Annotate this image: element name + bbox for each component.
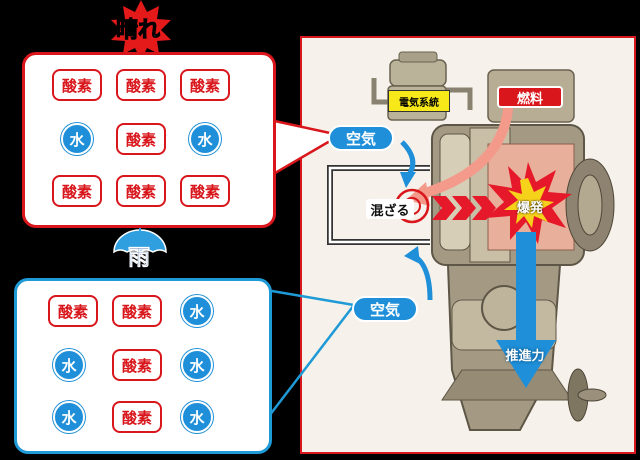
oxygen-molecule: 酸素: [112, 401, 162, 433]
oxygen-molecule: 酸素: [52, 69, 102, 101]
air-bottom-label: 空気: [352, 296, 418, 322]
arrow-right-icon: [432, 196, 496, 220]
oxygen-molecule: 酸素: [116, 123, 166, 155]
air-bottom-flow-arrow: [412, 253, 433, 301]
propeller-icon: [567, 368, 607, 422]
oxygen-molecule: 酸素: [180, 69, 230, 101]
umbrella-icon: [113, 228, 167, 254]
water-molecule: 水: [181, 349, 213, 381]
sunny-air-panel: 酸素酸素酸素水酸素水酸素酸素酸素: [22, 52, 276, 228]
oxygen-molecule: 酸素: [112, 295, 162, 327]
engine-illustration: [327, 51, 615, 431]
rain-connector: [265, 288, 357, 421]
oxygen-molecule: 酸素: [180, 175, 230, 207]
sun-icon: [111, 0, 171, 60]
oxygen-molecule: 酸素: [52, 175, 102, 207]
oxygen-molecule: 酸素: [116, 69, 166, 101]
oxygen-molecule: 酸素: [48, 295, 98, 327]
water-molecule: 水: [53, 349, 85, 381]
water-molecule: 水: [53, 401, 85, 433]
fuel-label: 燃料: [497, 86, 563, 108]
electric-system-label: 電気系統: [388, 90, 450, 112]
water-molecule: 水: [181, 295, 213, 327]
thrust-label: 推進力: [505, 348, 545, 364]
oxygen-molecule: 酸素: [112, 349, 162, 381]
rain-label: 雨: [128, 246, 151, 272]
sunny-connector: [268, 118, 332, 179]
air-top-label: 空気: [328, 125, 394, 151]
explosion-icon: [486, 162, 572, 244]
explosion-label: 爆発: [516, 200, 543, 216]
water-molecule: 水: [189, 123, 221, 155]
water-molecule: 水: [181, 401, 213, 433]
fuel-flow-arrow: [417, 105, 513, 199]
water-molecule: 水: [61, 123, 93, 155]
arrow-down-icon: [496, 232, 556, 388]
oxygen-molecule: 酸素: [116, 175, 166, 207]
rainy-air-panel: 酸素酸素水水酸素水水酸素水: [14, 278, 272, 454]
sunny-label: 晴れ: [115, 18, 161, 44]
mix-label: 混ざる: [366, 199, 414, 219]
